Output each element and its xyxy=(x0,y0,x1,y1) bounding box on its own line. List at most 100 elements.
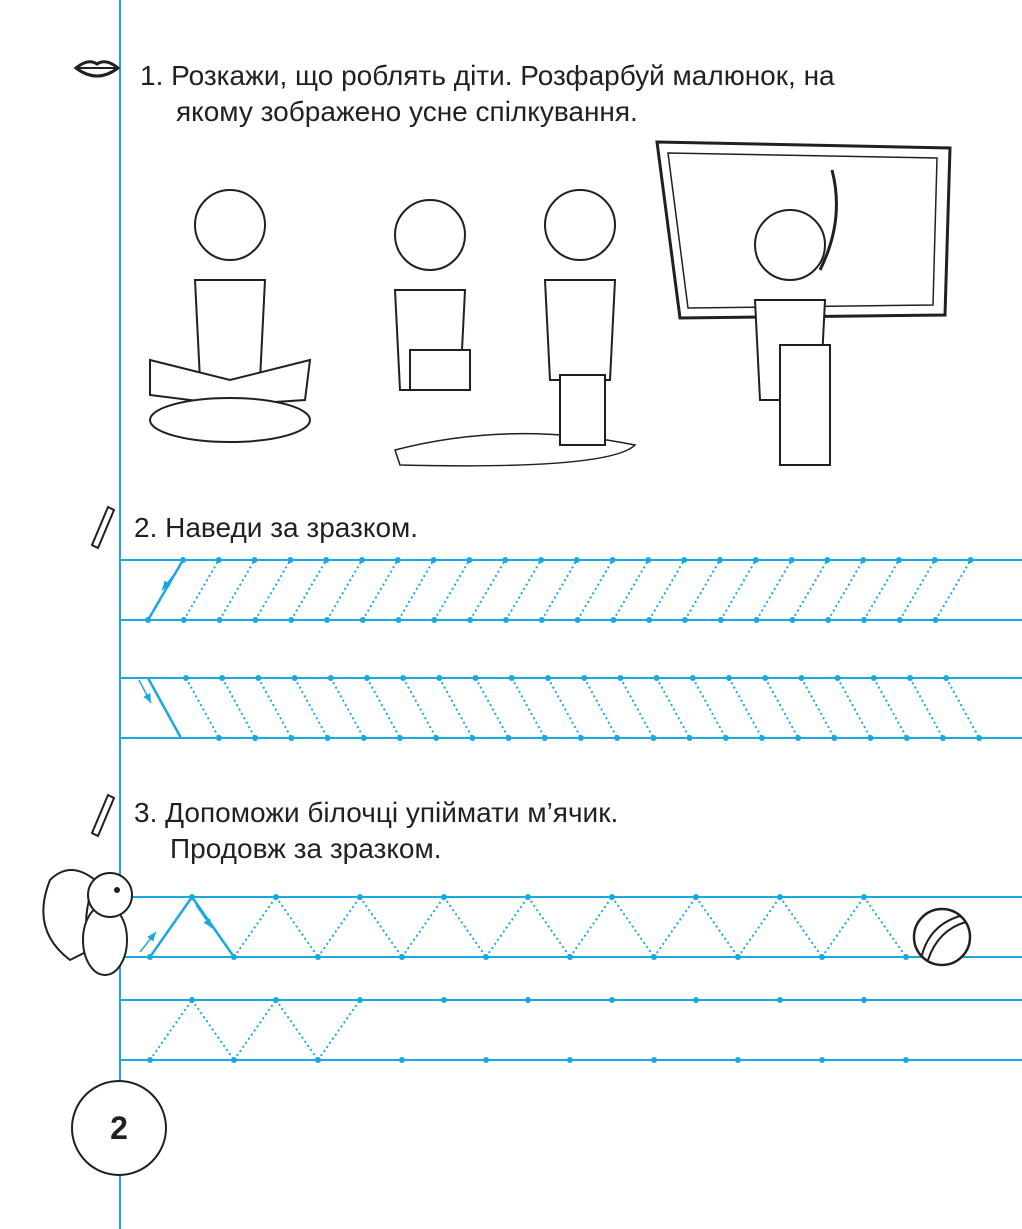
trace-stroke xyxy=(317,896,361,958)
guide-dot xyxy=(255,675,262,681)
guide-dot xyxy=(717,557,723,563)
trace-stroke xyxy=(945,677,981,739)
trace-stroke xyxy=(909,677,944,739)
guide-dot xyxy=(359,617,366,623)
trace-stroke xyxy=(691,677,727,739)
talking-boy-legs xyxy=(559,374,606,446)
trace-stroke xyxy=(182,559,220,621)
guide-dot xyxy=(394,557,401,563)
guide-dot xyxy=(789,617,796,623)
trace-stroke xyxy=(655,677,691,739)
trace-stroke xyxy=(791,559,829,621)
guide-dot xyxy=(525,997,531,1003)
guide-dot xyxy=(717,617,724,623)
guide-dot xyxy=(861,617,867,623)
guide-dot xyxy=(609,997,615,1003)
guide-dot xyxy=(645,557,652,563)
guide-dot xyxy=(788,557,795,563)
trace-stroke xyxy=(185,677,220,739)
trace-stroke xyxy=(863,559,900,621)
trace-stroke xyxy=(612,559,650,621)
talking-girl-head xyxy=(394,199,466,271)
talking-boy-head xyxy=(544,189,616,261)
guide-dot xyxy=(180,557,186,563)
guide-dot xyxy=(541,735,548,741)
trace-stroke xyxy=(821,896,865,958)
talking-girl-skirt xyxy=(409,349,471,391)
guide-dot xyxy=(824,557,831,563)
trace-stroke xyxy=(611,896,655,958)
guide-dot xyxy=(216,735,222,741)
task-2-line-1: 2. Наведи за зразком. xyxy=(134,512,419,543)
trace-stroke xyxy=(863,896,907,958)
guide-dot xyxy=(795,735,802,741)
guide-dot xyxy=(726,675,732,681)
guide-dot xyxy=(573,557,580,563)
arrow-head xyxy=(143,693,151,703)
trace-stroke xyxy=(474,677,510,739)
trace-stroke xyxy=(583,677,619,739)
guide-dot xyxy=(545,675,551,681)
task-3-text: 3. Допоможи білочці упіймати м’ячик. Про… xyxy=(134,795,618,867)
guide-dot xyxy=(609,557,616,563)
trace-stroke xyxy=(827,559,865,621)
guide-dot xyxy=(931,557,938,563)
task-1-line-2: якому зображено усне спілкування. xyxy=(176,96,638,127)
guide-dot xyxy=(903,735,910,741)
guide-dot xyxy=(896,557,902,563)
trace-stroke xyxy=(728,677,763,739)
page-number: 2 xyxy=(71,1080,167,1176)
trace-stroke xyxy=(254,559,292,621)
guide-dot xyxy=(753,617,760,623)
guide-dot xyxy=(861,997,867,1003)
guide-dot xyxy=(216,617,223,623)
trace-stroke xyxy=(719,559,757,621)
guide-dot xyxy=(752,557,759,563)
guide-dot xyxy=(502,557,509,563)
guide-dot xyxy=(940,735,946,741)
guide-dot xyxy=(860,557,867,563)
trace-stroke xyxy=(433,559,471,621)
guide-dot xyxy=(614,735,621,741)
guide-dot xyxy=(896,617,903,623)
task-1-text: 1. Розкажи, що роблять діти. Розфарбуй м… xyxy=(140,58,835,130)
trace-stroke xyxy=(648,559,686,621)
guide-dot xyxy=(288,735,295,741)
guide-dot xyxy=(483,1057,489,1063)
trace-stroke xyxy=(540,559,578,621)
trace-stroke xyxy=(934,559,972,621)
guide-dot xyxy=(967,557,974,563)
guide-dot xyxy=(567,1057,573,1063)
trace-stroke xyxy=(326,559,363,621)
guide-dot xyxy=(682,617,688,623)
arrow-head xyxy=(147,932,156,942)
guide-dot xyxy=(436,675,443,681)
trace-stroke xyxy=(275,896,319,958)
sample-stroke xyxy=(146,677,183,739)
task-3-line-1: 3. Допоможи білочці упіймати м’ячик. xyxy=(134,797,619,828)
guide-dot xyxy=(183,675,189,681)
trace-stroke xyxy=(836,677,872,739)
guide-dot xyxy=(686,735,693,741)
guide-dot xyxy=(219,675,226,681)
guide-dot xyxy=(735,1057,741,1063)
writing-boy-arm xyxy=(818,169,838,271)
trace-stroke xyxy=(569,896,613,958)
trace-stroke xyxy=(619,677,655,739)
trace-stroke xyxy=(527,896,571,958)
guide-dot xyxy=(431,617,438,623)
guide-dot xyxy=(180,617,187,623)
guide-dot xyxy=(430,557,437,563)
trace-stroke xyxy=(218,559,256,621)
trace-stroke xyxy=(329,677,365,739)
trace-stroke xyxy=(695,896,739,958)
sample-stroke xyxy=(148,896,194,958)
trace-stroke xyxy=(779,896,823,958)
trace-stroke xyxy=(505,559,542,621)
guide-dot xyxy=(610,617,617,623)
guide-dot xyxy=(395,617,402,623)
trace-stroke xyxy=(872,677,908,739)
trace-stroke xyxy=(469,559,507,621)
guide-dot xyxy=(651,1057,657,1063)
